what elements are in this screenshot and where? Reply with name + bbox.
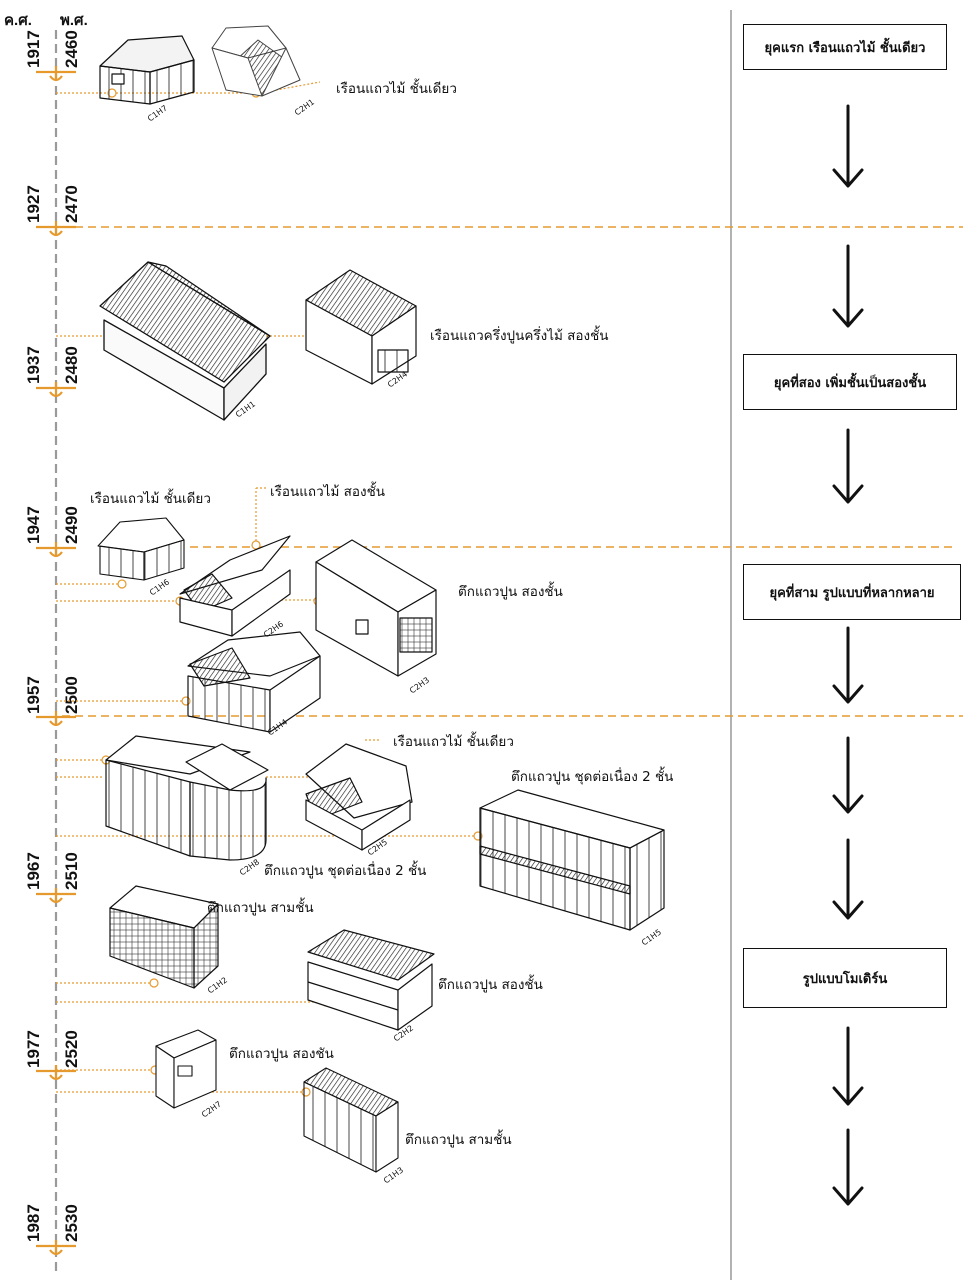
building-c1h3-sketch bbox=[303, 1067, 399, 1173]
building-c2h4-sketch bbox=[305, 269, 417, 385]
building-c2h8-sketch bbox=[105, 735, 269, 861]
building-label: เรือนแถวไม้ ชั้นเดียว bbox=[393, 734, 514, 750]
building-c2h1-sketch bbox=[211, 25, 301, 97]
building-label: เรือนแถวครึ่งปูนครึ่งไม้ สองชั้น bbox=[430, 328, 609, 344]
building-c2h3-sketch bbox=[315, 539, 437, 677]
building-c2h2-sketch bbox=[307, 929, 435, 1031]
building-c2h7-sketch bbox=[155, 1029, 217, 1109]
down-arrow-icon bbox=[832, 1128, 864, 1206]
building-c1h4-sketch bbox=[187, 631, 321, 733]
building-label: เรือนแถวไม้ ชั้นเดียว bbox=[336, 81, 457, 97]
year-ticks bbox=[36, 66, 76, 1256]
building-label: เรือนแถวไม้ สองชั้น bbox=[270, 484, 385, 500]
building-c1h1-sketch bbox=[99, 261, 271, 421]
down-arrow-icon bbox=[832, 244, 864, 328]
down-arrow-icon bbox=[832, 626, 864, 704]
building-label: ตึกแถวปูน ชุดต่อเนื่อง 2 ชั้น bbox=[264, 863, 427, 879]
down-arrow-icon bbox=[832, 428, 864, 504]
period-box: ยุคแรก เรือนแถวไม้ ชั้นเดียว bbox=[743, 24, 947, 70]
down-arrows bbox=[832, 104, 864, 1206]
period-box: ยุคที่สาม รูปแบบที่หลากหลาย bbox=[743, 564, 961, 620]
building-c1h7-sketch bbox=[99, 35, 195, 105]
down-arrow-icon bbox=[832, 104, 864, 188]
building-c2h5-sketch bbox=[305, 743, 413, 851]
period-box: รูปแบบโมเดิร์น bbox=[743, 948, 947, 1008]
building-label: เรือนแถวไม้ ชั้นเดียว bbox=[90, 491, 211, 507]
down-arrow-icon bbox=[832, 838, 864, 920]
header-ce: ค.ศ. bbox=[4, 12, 32, 29]
building-label: ตึกแถวปูน สามชั้น bbox=[207, 900, 314, 916]
building-label: ตึกแถวปูน สองชั้น bbox=[458, 584, 563, 600]
building-c1h2-sketch bbox=[109, 885, 219, 989]
building-label: ตึกแถวปูน สองชั้น bbox=[438, 977, 543, 993]
building-c1h6-sketch bbox=[97, 517, 185, 581]
period-box: ยุคที่สอง เพิ่มชั้นเป็นสองชั้น bbox=[743, 354, 957, 410]
building-label: ตึกแถวปูน สองชัน bbox=[229, 1046, 334, 1062]
building-c2h6-sketch bbox=[179, 535, 291, 637]
header-be: พ.ศ. bbox=[60, 12, 88, 29]
building-c1h5-sketch bbox=[479, 789, 665, 931]
building-label: ตึกแถวปูน ชุดต่อเนื่อง 2 ชั้น bbox=[511, 769, 674, 785]
down-arrow-icon bbox=[832, 1026, 864, 1106]
down-arrow-icon bbox=[832, 736, 864, 814]
building-label: ตึกแถวปูน สามชั้น bbox=[405, 1132, 512, 1148]
